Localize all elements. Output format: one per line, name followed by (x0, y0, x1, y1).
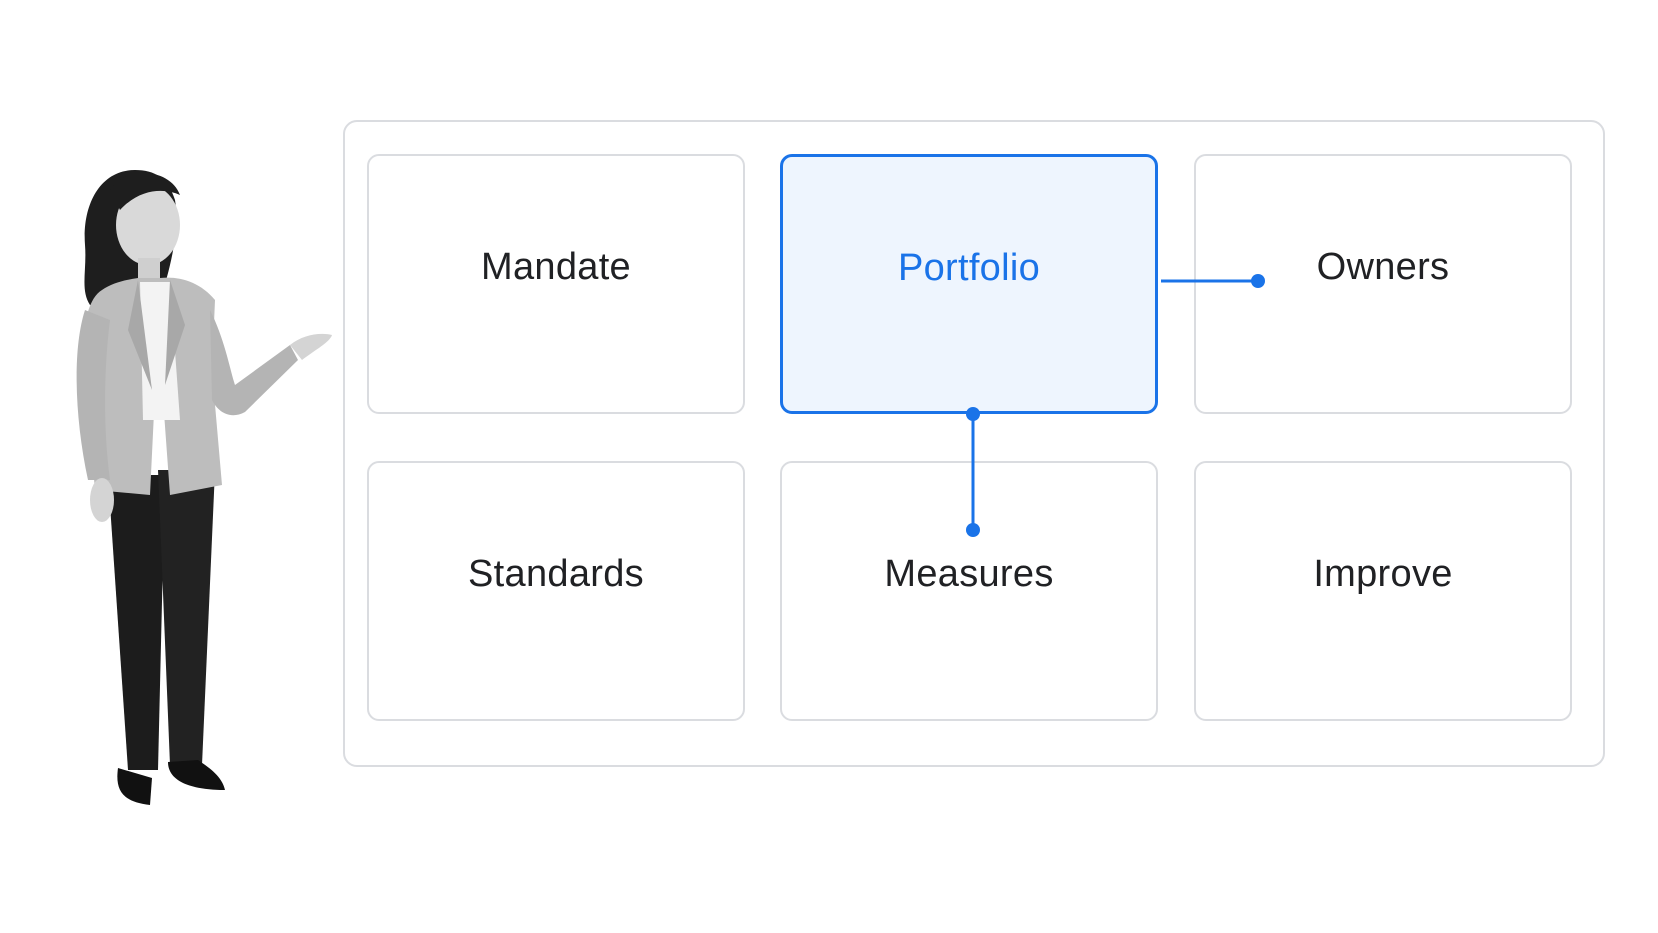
card-label: Mandate (481, 246, 631, 288)
card-measures[interactable]: Measures (780, 461, 1158, 721)
card-portfolio[interactable]: Portfolio (780, 154, 1158, 414)
card-label: Standards (468, 553, 644, 595)
card-owners[interactable]: Owners (1194, 154, 1572, 414)
card-label: Measures (884, 553, 1054, 595)
card-improve[interactable]: Improve (1194, 461, 1572, 721)
card-label: Improve (1313, 553, 1453, 595)
card-mandate[interactable]: Mandate (367, 154, 745, 414)
card-standards[interactable]: Standards (367, 461, 745, 721)
card-label: Portfolio (897, 247, 1041, 289)
presenter-figure (76, 170, 332, 805)
card-label: Owners (1316, 246, 1450, 288)
